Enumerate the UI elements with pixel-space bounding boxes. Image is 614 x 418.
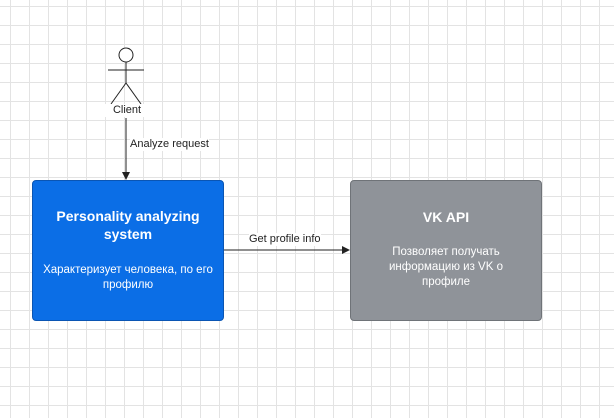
personality-system-title: Personality analyzing system bbox=[56, 208, 200, 242]
personality-system-description: Характеризует человека, по его профилю bbox=[43, 264, 213, 291]
client-label: Client bbox=[96, 104, 158, 117]
get-profile-info-label: Get profile info bbox=[249, 233, 321, 246]
vk-api-title: VK API bbox=[422, 209, 470, 225]
personality-system-node[interactable]: Personality analyzing system Характеризу… bbox=[32, 180, 224, 321]
vk-api-node[interactable]: VK API Позволяет получать информацию из … bbox=[350, 180, 542, 321]
vk-api-description: Позволяет получать информацию из VK о пр… bbox=[389, 246, 503, 288]
analyze-request-label: Analyze request bbox=[130, 138, 209, 151]
client-actor-icon[interactable] bbox=[104, 46, 148, 106]
